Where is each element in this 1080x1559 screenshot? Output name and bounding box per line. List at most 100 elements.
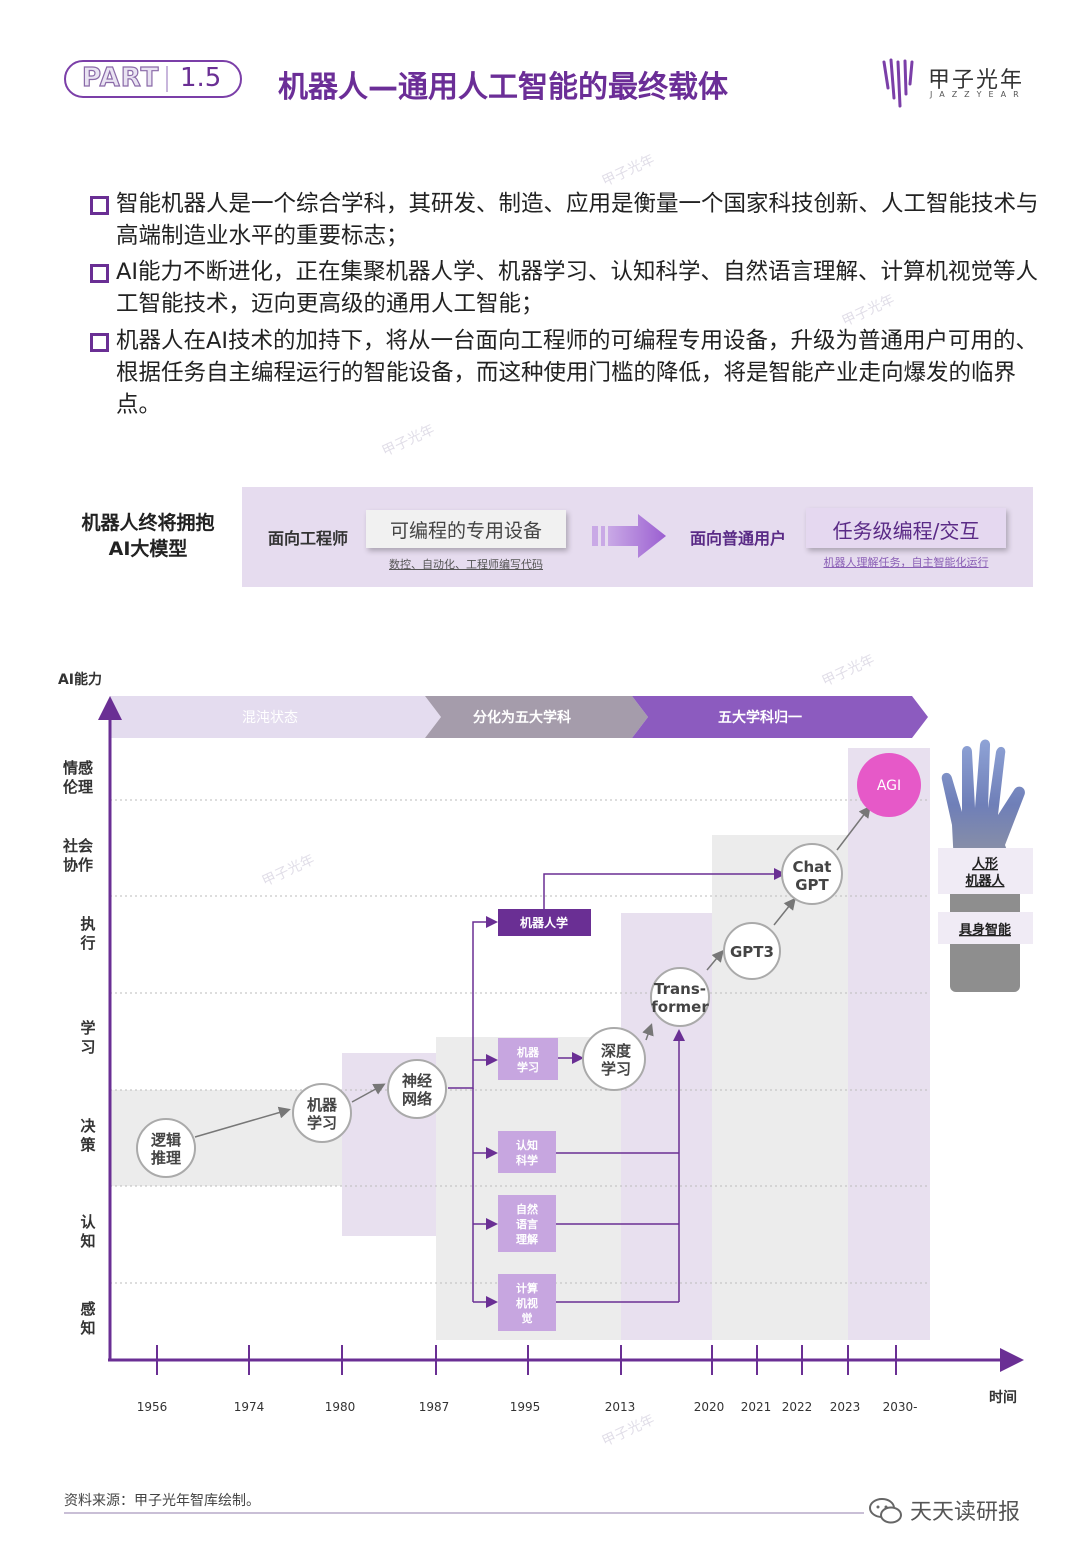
side-label: 人形 [972,856,998,872]
node-label: Trans- [654,980,706,998]
embodied-ai-tag [938,912,1033,944]
discipline-label: 计算 [516,1281,538,1295]
logo-subtext: JAZZYEAR [930,90,1026,99]
x-tick-label: 1987 [419,1400,450,1414]
task-programming-subtitle: 机器人理解任务，自主智能化运行 [823,556,989,569]
node-label: GPT [795,876,829,894]
node-label: 学习 [307,1114,337,1132]
page-title: 机器人—通用人工智能的最终载体 [278,70,728,105]
phase-chaos [110,696,441,738]
node-machine-learning [292,1083,352,1143]
discipline-cognitive-science [498,1131,556,1173]
region-agi [848,748,930,1340]
node-gpt3 [723,922,781,980]
x-tick-label: 2013 [605,1400,636,1414]
discipline-label: 机器人学 [520,915,568,930]
discipline-label: 机视 [516,1296,538,1310]
discipline-label: 自然 [516,1202,538,1216]
watermark: 甲子光年 [379,421,438,460]
x-tick-label: 1956 [137,1400,168,1414]
user-audience-label: 面向普通用户 [690,529,787,548]
programmable-device-title: 可编程的专用设备 [389,520,542,542]
bullet-text: 智能机器人是一个综合学科，其研发、制造、应用是衡量一个国家科技创新、人工智能技术… [116,191,1039,249]
y-level-label: 认知 [80,1213,96,1250]
node-label: 神经 [402,1072,432,1090]
node-label: 机器 [307,1096,338,1114]
logo-icon [882,58,914,108]
bullet-item: 机器人在AI技术的加持下，将从一台面向工程师的可编程专用设备，升级为普通用户可用… [90,325,1055,421]
y-level-label: 社会协作 [63,837,94,874]
bullet-text: 机器人在AI技术的加持下，将从一台面向工程师的可编程专用设备，升级为普通用户可用… [116,328,1039,418]
node-transformer [650,967,710,1027]
node-neural-network [387,1059,447,1119]
ai-evolution-diagram: 混沌状态 分化为五大学科 五大学科归一 1956 1974 1980 1987 … [58,671,1033,1414]
x-tick-label: 2020 [694,1400,725,1414]
discipline-computer-vision [498,1274,556,1331]
banner-label: 机器人终将拥抱AI大模型 [81,512,215,560]
y-axis-title: AI能力 [58,671,102,688]
watermark: 甲子光年 [599,151,658,190]
side-label: 具身智能 [959,922,1011,938]
node-label: 深度 [601,1042,632,1060]
discipline-label: 机器 [517,1045,540,1059]
y-level-label: 决策 [80,1117,96,1154]
phase-label: 分化为五大学科 [473,709,571,726]
discipline-label: 学习 [517,1060,539,1074]
part-divider [166,66,168,92]
y-level-label: 感知 [80,1300,96,1337]
phase-split [425,696,648,738]
phase-label: 五大学科归一 [718,709,802,726]
logo-text: 甲子光年 [928,68,1025,93]
x-tick-label: 1974 [234,1400,265,1414]
node-agi [857,753,921,817]
discipline-label: 语言 [516,1217,538,1231]
node-label: 逻辑 [151,1131,181,1149]
phase-label: 混沌状态 [242,710,298,726]
x-tick-label: 2021 [741,1400,772,1414]
discipline-nlu [498,1195,556,1252]
discipline-robotics [498,909,591,936]
arrow-right-icon [592,514,666,558]
node-logic-reasoning [136,1118,196,1178]
node-label: Chat [793,858,832,876]
discipline-machine-learning [498,1038,558,1080]
x-tick-label: 2023 [830,1400,861,1414]
source-note: 资料来源：甲子光年智库绘制。 [64,1493,260,1509]
x-tick-label: 2022 [782,1400,813,1414]
node-label: AGI [877,778,901,794]
y-level-label: 学习 [80,1019,96,1056]
task-programming-title: 任务级编程/交互 [832,519,980,543]
part-number: 1.5 [180,63,222,93]
wechat-icon [869,1498,902,1524]
node-chatgpt [781,843,843,905]
node-label: GPT3 [730,943,774,961]
bullet-box-icon [90,196,109,215]
humanoid-robot-tag [938,848,1033,894]
region-gpt [712,835,848,1340]
bullet-item: AI能力不断进化，正在集聚机器人学、机器学习、认知科学、自然语言理解、计算机视觉… [90,256,1055,320]
discipline-label: 认知 [516,1138,538,1152]
engineer-audience-label: 面向工程师 [268,529,349,548]
task-programming-card [806,508,1006,548]
bullet-item: 智能机器人是一个综合学科，其研发、制造、应用是衡量一个国家科技创新、人工智能技术… [90,188,1055,252]
x-tick-label: 1980 [325,1400,356,1414]
phase-unified [632,696,928,738]
bullet-box-icon [90,333,109,352]
side-label: 机器人 [965,873,1005,889]
programmable-device-subtitle: 数控、自动化、工程师编写代码 [389,558,543,571]
discipline-label: 科学 [516,1153,538,1167]
programmable-device-card [366,510,566,548]
bullet-box-icon [90,264,109,283]
discipline-label: 觉 [522,1311,533,1325]
node-deep-learning [582,1027,646,1091]
footer-divider [64,1512,864,1514]
node-label: 网络 [402,1090,432,1108]
x-tick-label: 2030- [883,1400,918,1414]
bullet-text: AI能力不断进化，正在集聚机器人学、机器学习、认知科学、自然语言理解、计算机视觉… [116,259,1039,317]
y-level-label: 执行 [80,915,96,952]
node-label: 推理 [151,1149,181,1167]
x-axis-title: 时间 [989,1389,1017,1406]
node-label: former [651,998,709,1016]
part-label: PART [81,62,160,93]
wechat-account-name: 天天读研报 [910,1500,1021,1525]
